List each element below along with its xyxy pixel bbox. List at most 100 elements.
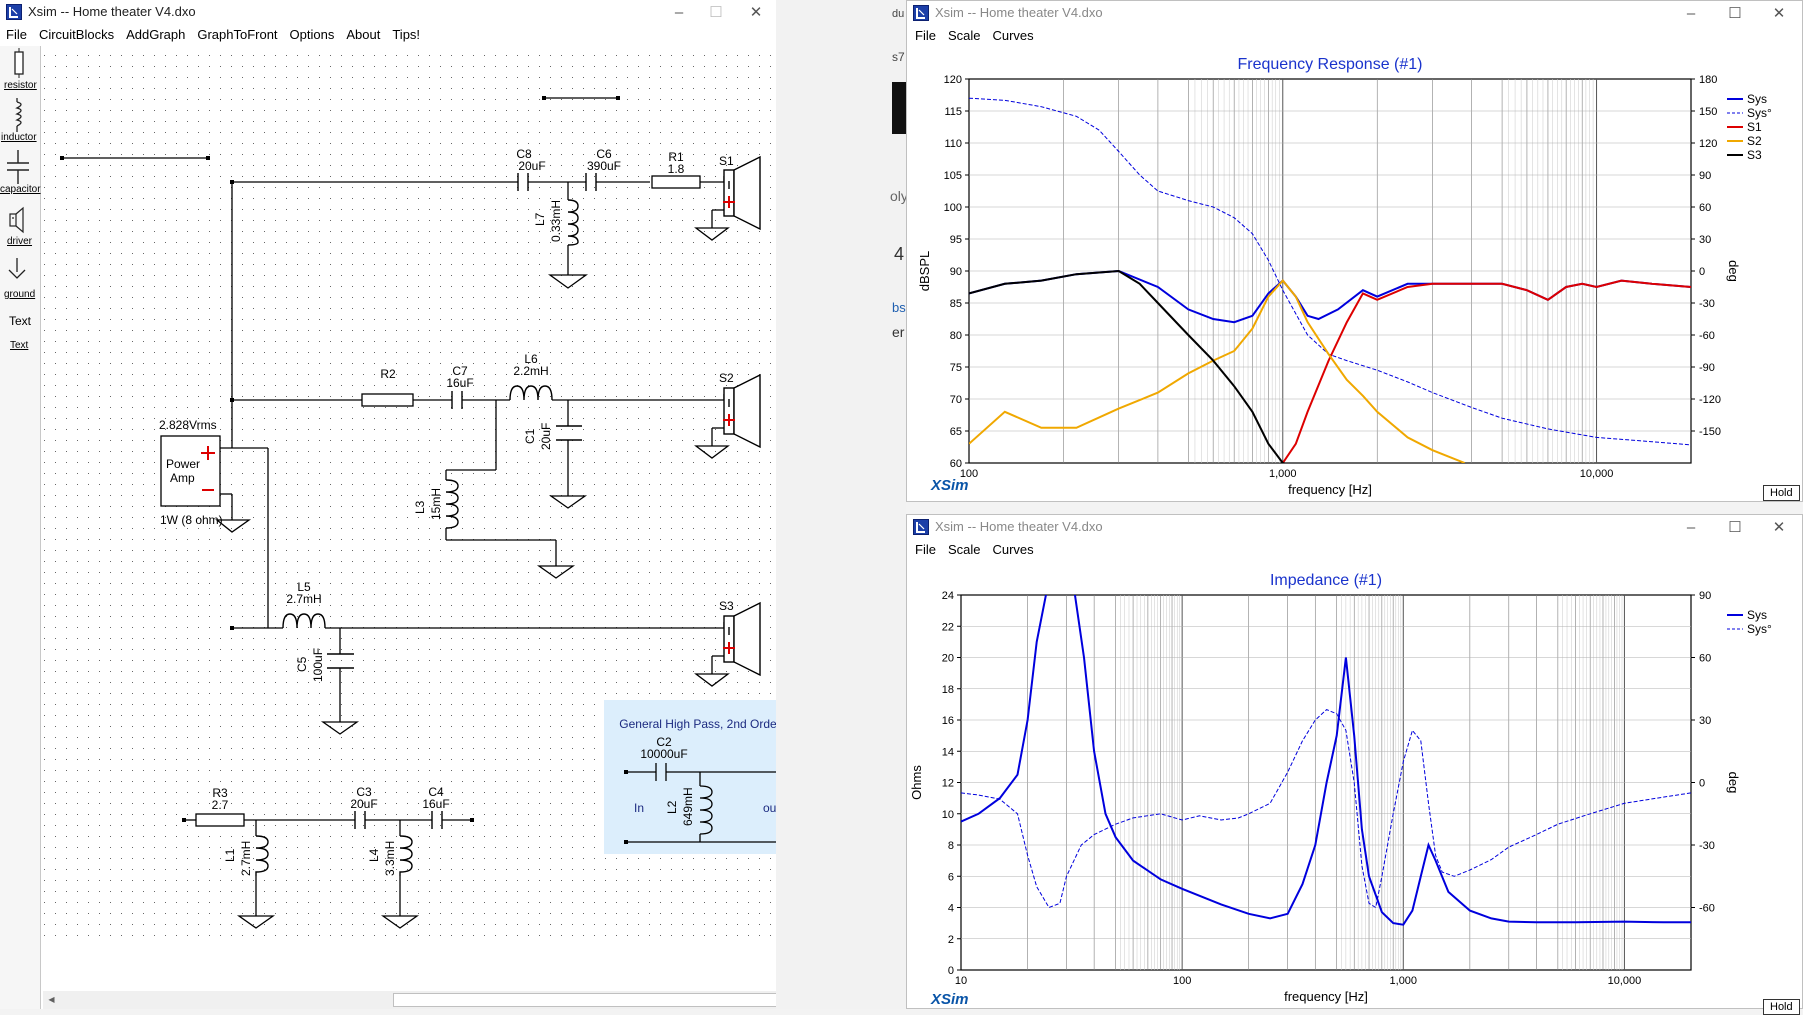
ground-icon-c1	[548, 495, 588, 509]
imp-menu-scale[interactable]: Scale	[947, 542, 981, 557]
capacitor-c3[interactable]	[354, 811, 366, 829]
palette-capacitor-label[interactable]: capacitor	[0, 184, 41, 195]
inductor-l6[interactable]	[509, 385, 553, 401]
capacitor-icon[interactable]	[7, 150, 29, 184]
main-title-bar[interactable]: Xsim -- Home theater V4.dxo – ☐ ✕	[0, 0, 776, 24]
fr-menu-file[interactable]: File	[915, 28, 936, 43]
imp-legend-label-1: Sys°	[1747, 622, 1772, 636]
power-amp-block[interactable]	[160, 435, 221, 507]
palette-inductor-label[interactable]: inductor	[1, 132, 37, 143]
label-r1-value: 1.8	[668, 162, 685, 176]
label-s2: S2	[719, 371, 734, 385]
inductor-l5[interactable]	[282, 613, 326, 629]
resistor-r1[interactable]	[651, 175, 701, 189]
imp-y2tick-label: -30	[1699, 840, 1715, 852]
menu-tips[interactable]: Tips!	[392, 27, 421, 42]
bg-fragment-s7: s7	[892, 50, 905, 64]
inductor-icon[interactable]	[15, 98, 22, 132]
label-c6-value: 390uF	[587, 159, 621, 173]
imp-title-bar[interactable]: Xsim -- Home theater V4.dxo – ☐ ✕	[907, 515, 1802, 539]
schematic-canvas[interactable]: C8 20uF C6 390uF R1 1.8 S1 L7 0.33mH R2 …	[43, 46, 874, 991]
maximize-icon[interactable]: ☐	[1728, 519, 1742, 536]
resistor-r2[interactable]	[361, 393, 414, 407]
block-title: General High Pass, 2nd Order	[619, 717, 780, 731]
capacitor-c6[interactable]	[585, 173, 597, 191]
palette-resistor-label[interactable]: resistor	[4, 80, 37, 91]
bg-fragment-oly: oly	[890, 188, 908, 204]
menu-addgraph[interactable]: AddGraph	[126, 27, 186, 42]
maximize-icon[interactable]: ☐	[1728, 5, 1742, 22]
fr-legend-label-0: Sys	[1747, 92, 1767, 106]
imp-menu-curves[interactable]: Curves	[992, 542, 1034, 557]
label-amp-amp: Amp	[170, 471, 195, 485]
imp-y2tick-label: 90	[1699, 590, 1711, 602]
label-l7: L7	[533, 212, 547, 226]
menu-graphtofront[interactable]: GraphToFront	[197, 27, 278, 42]
fr-menu-scale[interactable]: Scale	[947, 28, 981, 43]
menu-file[interactable]: File	[6, 27, 27, 42]
palette-text-small[interactable]: Text	[10, 340, 29, 351]
minimize-icon[interactable]: –	[1686, 4, 1696, 22]
fr-ytick-label: 110	[944, 138, 962, 150]
minimize-icon[interactable]: –	[1686, 518, 1696, 536]
fr-series-3	[969, 279, 1466, 463]
palette-text-large[interactable]: Text	[9, 314, 32, 328]
label-c2-value: 10000uF	[640, 747, 687, 761]
fr-menu-bar: File Scale Curves	[907, 25, 1802, 47]
resistor-r3[interactable]	[195, 813, 245, 827]
palette-driver-label[interactable]: driver	[7, 236, 33, 247]
minimize-icon[interactable]: –	[674, 3, 684, 21]
inductor-l1[interactable]	[255, 835, 269, 876]
imp-y2tick-label: 0	[1699, 778, 1705, 790]
capacitor-c1[interactable]	[556, 425, 582, 441]
imp-xlabel: frequency [Hz]	[1284, 989, 1368, 1004]
scroll-left-icon[interactable]: ◀	[44, 992, 59, 1007]
maximize-icon[interactable]: ☐	[709, 4, 723, 21]
driver-icon[interactable]	[9, 206, 24, 234]
label-c2: C2	[656, 735, 672, 749]
imp-window-title: Xsim -- Home theater V4.dxo	[935, 519, 1103, 534]
close-icon[interactable]: ✕	[1772, 5, 1786, 22]
bg-dark-block	[892, 82, 906, 134]
ground-icon[interactable]	[8, 258, 26, 279]
inductor-l4[interactable]	[399, 835, 413, 876]
bg-fragment-4: 4	[894, 244, 905, 264]
label-l5: L5	[297, 580, 311, 594]
capacitor-c7[interactable]	[451, 391, 463, 409]
fr-window-title: Xsim -- Home theater V4.dxo	[935, 5, 1103, 20]
palette-ground-label[interactable]: ground	[4, 289, 36, 300]
label-l4-value: 3.3mH	[383, 841, 397, 876]
fr-hold-button[interactable]: Hold	[1763, 485, 1800, 501]
close-icon[interactable]: ✕	[1772, 519, 1786, 536]
capacitor-c4[interactable]	[431, 811, 443, 829]
inductor-l3[interactable]	[445, 479, 459, 529]
fr-legend-label-3: S2	[1747, 134, 1762, 148]
imp-menu-bar: File Scale Curves	[907, 539, 1802, 561]
inductor-l7[interactable]	[567, 199, 579, 246]
menu-about[interactable]: About	[346, 27, 381, 42]
capacitor-c8[interactable]	[517, 173, 529, 191]
imp-ytick-label: 4	[948, 903, 954, 915]
driver-icon-s1[interactable]	[723, 155, 761, 231]
capacitor-c5[interactable]	[327, 653, 354, 669]
fr-series-1	[969, 97, 1691, 446]
fr-y2tick-label: 120	[1699, 138, 1717, 150]
menu-options[interactable]: Options	[289, 27, 335, 42]
imp-hold-button[interactable]: Hold	[1763, 999, 1800, 1015]
imp-ytick-label: 8	[948, 840, 954, 852]
close-icon[interactable]: ✕	[749, 4, 763, 21]
fr-y2tick-label: 30	[1699, 234, 1711, 246]
ground-icon-amp	[215, 519, 252, 533]
high-pass-block[interactable]	[604, 700, 810, 854]
driver-icon-s2[interactable]	[723, 373, 761, 449]
menu-circuitblocks[interactable]: CircuitBlocks	[38, 27, 115, 42]
fr-menu-curves[interactable]: Curves	[992, 28, 1034, 43]
driver-icon-s3[interactable]	[723, 601, 761, 677]
label-amp-load: 1W (8 ohm)	[160, 513, 223, 527]
resistor-icon[interactable]	[14, 48, 24, 78]
fr-title-bar[interactable]: Xsim -- Home theater V4.dxo – ☐ ✕	[907, 1, 1802, 25]
imp-menu-file[interactable]: File	[915, 542, 936, 557]
frequency-response-chart[interactable]: 6065707580859095100105110115120-150-120-…	[907, 1, 1802, 501]
label-l2-value: 649mH	[681, 787, 695, 826]
